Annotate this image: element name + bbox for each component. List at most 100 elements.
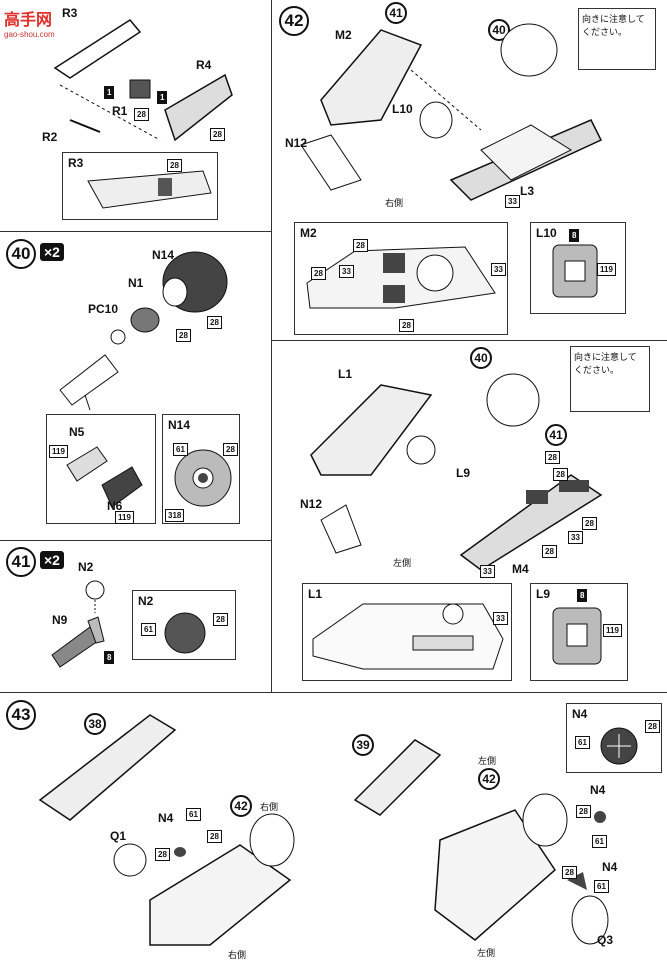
n2-dome-drawing [164,612,206,654]
color-code: 28 [223,443,238,456]
orientation-note-2: 向きに注意して ください。 [570,346,650,412]
l9-detail-title: L9 [536,587,551,601]
color-code: 28 [311,267,326,280]
watermark-title: 高手网 [4,10,53,29]
sub-step-42-right: 42 [478,768,500,790]
caption-43-right-top: 左側 [478,756,497,766]
sub-step-39: 39 [352,734,374,756]
label-r4: R4 [196,58,212,72]
multiplier-badge: ×2 [40,551,64,569]
right-side-assembly [300,23,603,201]
n4-detail-title: N4 [572,707,588,721]
color-code: 119 [603,624,622,637]
color-code: 33 [339,265,354,278]
multiplier-badge: ×2 [40,243,64,261]
l10-detail-title: L10 [536,226,557,240]
caption-43-left-top: 右側 [260,802,279,812]
label-l3: L3 [520,184,535,198]
divider-h3 [0,692,667,693]
step43-left-assembly [38,714,295,946]
color-code: 28 [210,128,225,141]
l9-detail-box: L9 8 119 [530,583,628,681]
color-code: 119 [597,263,616,276]
step-number-42: 42 [279,6,309,36]
label-n14: N14 [152,248,175,262]
label-n6: N6 [107,499,123,513]
m2-detail-title: M2 [300,226,317,240]
n14-detail-title: N14 [168,418,191,432]
caption-left-side: 左側 [393,558,412,568]
color-code: 61 [575,736,590,749]
label-n4-right-b: N4 [602,860,618,874]
color-code: 33 [505,195,520,208]
n14-assembly-drawing [59,251,228,411]
label-n4-left: N4 [158,811,174,825]
caption-43-left-bottom: 右側 [228,950,247,960]
n5-n6-drawing [66,446,143,508]
label-n4-right-a: N4 [590,783,606,797]
step-number-40: 40 [6,239,36,269]
r3-detail-box: R3 28 [62,152,218,220]
color-code: 28 [167,159,182,172]
divider-vertical [271,0,272,692]
n2-detail-title: N2 [138,594,154,608]
r3-detail-title: R3 [68,156,84,170]
sub-step-41b: 41 [545,424,567,446]
label-n2: N2 [78,560,94,574]
label-l9: L9 [456,466,471,480]
color-code: 28 [213,613,228,626]
label-n12-right: N12 [285,136,308,150]
n14-wheel-drawing [174,449,232,507]
sub-step-38: 38 [84,713,106,735]
color-code: 28 [207,316,222,329]
color-code: 28 [176,329,191,342]
m2-detail-drawing [306,246,496,309]
label-m2: M2 [335,28,352,42]
watermark-url: gao-shou.com [4,30,55,39]
color-code: 61 [173,443,188,456]
l10-detail-drawing [552,244,598,298]
color-code: 28 [353,239,368,252]
color-code: 61 [141,623,156,636]
sub-step-42-left: 42 [230,795,252,817]
n4-detail-drawing [600,727,638,765]
color-code: 28 [553,468,568,481]
color-code: 61 [594,880,609,893]
label-q1: Q1 [110,829,127,843]
label-q3: Q3 [597,933,614,947]
label-l10: L10 [392,102,413,116]
l1-detail-box: L1 33 [302,583,512,681]
color-code: 28 [399,319,414,332]
sub-step-41: 41 [385,2,407,24]
n2-n9-drawing [51,580,105,668]
color-code: 28 [542,545,557,558]
color-code: 33 [568,531,583,544]
color-code: 61 [592,835,607,848]
label-n5: N5 [69,425,85,439]
color-code: 318 [165,509,185,522]
color-code: 28 [645,720,660,733]
label-n1: N1 [128,276,144,290]
m2-detail-box: M2 28 28 33 33 28 [294,222,508,335]
l1-detail-title: L1 [308,587,323,601]
color-code: 28 [576,805,591,818]
label-r1: R1 [112,104,128,118]
orientation-note: 向きに注意して ください。 [578,8,656,70]
l1-detail-drawing [312,603,504,670]
color-code: 33 [493,612,508,625]
l9-detail-drawing [552,607,602,665]
step43-right-assembly [353,739,609,945]
color-code: 8 [569,229,580,242]
label-r2: R2 [42,130,58,144]
divider-h4 [271,340,667,341]
l10-detail-box: L10 8 119 [530,222,626,314]
n5-n6-detail-box: N5 N6 119 119 [46,414,156,524]
divider-h1 [0,231,271,232]
color-code: 28 [562,866,577,879]
step-number-41: 41 [6,547,36,577]
label-l1: L1 [338,367,353,381]
color-code: 33 [491,263,506,276]
color-code: 28 [545,451,560,464]
n4-detail-box: N4 28 61 [566,703,662,773]
color-code: 1 [104,86,115,99]
